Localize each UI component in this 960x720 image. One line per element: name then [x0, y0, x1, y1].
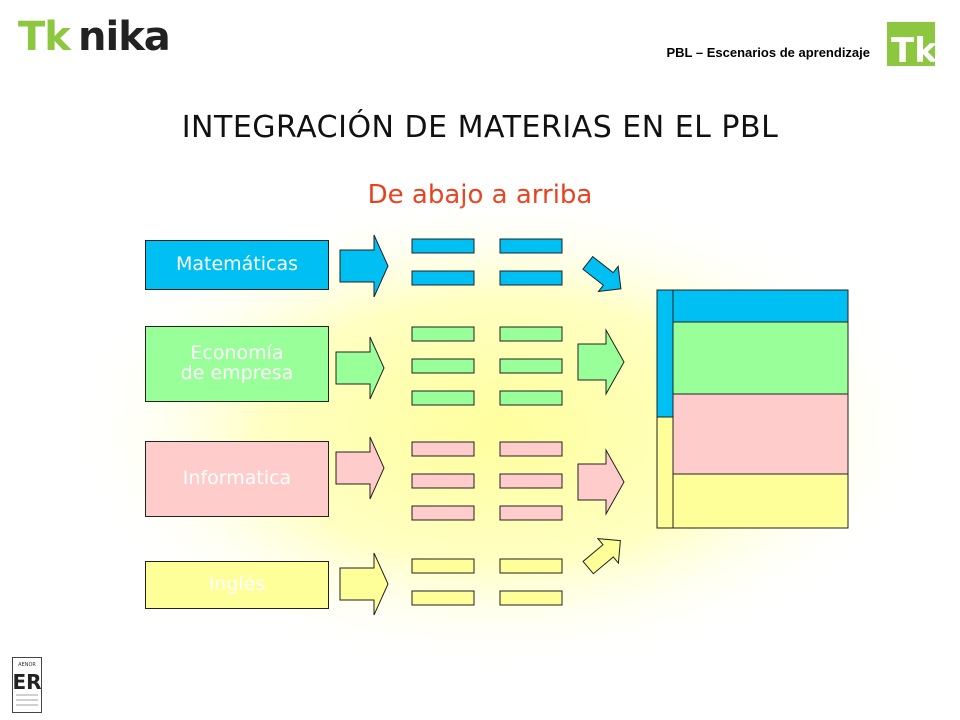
page-title: INTEGRACIÓN DE MATERIAS EN EL PBL: [181, 110, 779, 145]
subject-matematicas: Matemáticas: [145, 240, 329, 290]
topic-box: [499, 590, 563, 606]
subject-label-text: Inglés: [208, 573, 266, 596]
svg-text:Tk: Tk: [891, 31, 935, 66]
topic-box: [499, 441, 563, 457]
subject-ingles: Inglés: [145, 561, 329, 609]
topic-box: [411, 238, 475, 254]
topic-box: [411, 326, 475, 342]
topic-box: [411, 358, 475, 374]
svg-text:Tk: Tk: [18, 14, 72, 58]
topic-box: [411, 473, 475, 489]
topic-box: [411, 270, 475, 286]
arrow-out-economia: [577, 328, 625, 396]
arrow-matematicas: [339, 234, 389, 298]
topic-box: [411, 441, 475, 457]
topic-box: [499, 473, 563, 489]
svg-text:ER: ER: [12, 670, 41, 694]
topic-box: [499, 238, 563, 254]
subject-label-text: Informatica: [182, 467, 292, 490]
subject-economia: Economía de empresa: [145, 326, 329, 402]
integrated-layer-ingles: [672, 473, 849, 529]
integrated-layer-informatica: [672, 393, 849, 475]
topic-box: [499, 326, 563, 342]
integrated-layer-matematicas: [672, 289, 849, 323]
header-subtitle: PBL – Escenarios de aprendizaje: [666, 45, 870, 60]
arrow-out-matematicas: [582, 255, 622, 293]
integrated-layer-economia: [672, 321, 849, 395]
arrow-economia: [335, 336, 385, 400]
integrated-side-yellow: [656, 416, 674, 529]
subject-label-text: Economía de empresa: [180, 342, 294, 384]
integrated-side-blue: [656, 289, 674, 418]
arrow-ingles: [339, 552, 389, 616]
tk-badge-icon: Tk: [887, 22, 935, 66]
tknika-logo: Tk nika: [18, 14, 171, 58]
topic-box: [499, 558, 563, 574]
topic-box: [499, 270, 563, 286]
svg-text:nika: nika: [78, 14, 170, 58]
topic-box: [499, 358, 563, 374]
svg-text:AENOR: AENOR: [18, 662, 36, 668]
subject-informatica: Informatica: [145, 441, 329, 517]
arrow-out-ingles: [582, 537, 621, 575]
topic-box: [411, 390, 475, 406]
topic-box: [499, 390, 563, 406]
topic-box: [411, 558, 475, 574]
subject-label-text: Matemáticas: [175, 253, 299, 276]
arrow-informatica: [335, 436, 385, 500]
topic-box: [499, 505, 563, 521]
topic-box: [411, 590, 475, 606]
topic-box: [411, 505, 475, 521]
arrow-out-informatica: [577, 448, 625, 516]
aenor-cert-icon: AENOR ER: [12, 657, 42, 713]
